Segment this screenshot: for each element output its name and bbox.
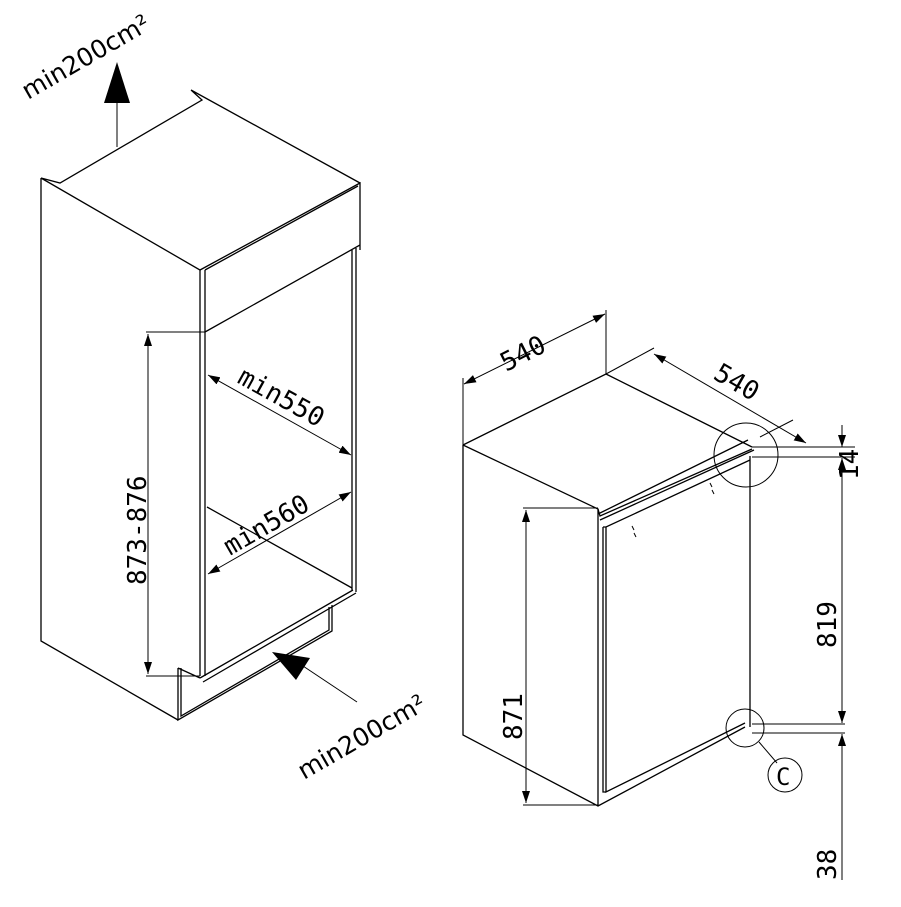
bottom-hinge-detail-circle: [725, 708, 765, 748]
door-hinge-marks: [631, 482, 715, 538]
depth-dimension-line: [653, 353, 807, 444]
detail-leader: [758, 741, 778, 764]
width-dim-label: 540: [496, 330, 551, 378]
appliance-door: [597, 439, 755, 794]
top-vent-arrow-icon: [104, 62, 130, 103]
bottom-vent-label: min200cm²: [293, 689, 431, 786]
detail-c-circle: [767, 757, 803, 793]
height-dim-label: 871: [499, 693, 529, 740]
detail-c-label: C: [776, 763, 790, 791]
bottom-vent-arrow-icon: [272, 652, 310, 680]
top-gap-label: 14: [835, 449, 865, 480]
depth-dim-label: min550: [233, 362, 330, 434]
cabinet-drawing: 873-876 min550 min560 min200cm² min200cm…: [17, 9, 431, 786]
width-dim-label: min560: [219, 489, 315, 562]
width-extension-lines: [462, 310, 794, 445]
cabinet-outline: [40, 89, 361, 721]
cabinet-inner-side: [351, 248, 357, 592]
depth-dim-label: 540: [709, 358, 765, 407]
height-extension-lines: [146, 331, 205, 677]
bottom-gap-label: 38: [813, 849, 843, 880]
width-dimension-line: [463, 313, 606, 385]
cabinet-plinth: [177, 605, 333, 722]
cabinet-top-panel: [199, 181, 361, 676]
appliance-drawing: C 540 540 14 819 38 871: [462, 310, 865, 880]
right-extension-lines: [752, 446, 855, 734]
height-dim-label: 873-876: [123, 475, 153, 585]
width-dimension-line: [207, 491, 352, 575]
bottom-vent-arrow-shaft: [299, 663, 358, 703]
hinge-span-label: 819: [813, 601, 843, 648]
top-vent-label: min200cm²: [17, 9, 155, 106]
depth-dimension-line: [207, 374, 352, 456]
height-extension-lines: [523, 507, 598, 806]
